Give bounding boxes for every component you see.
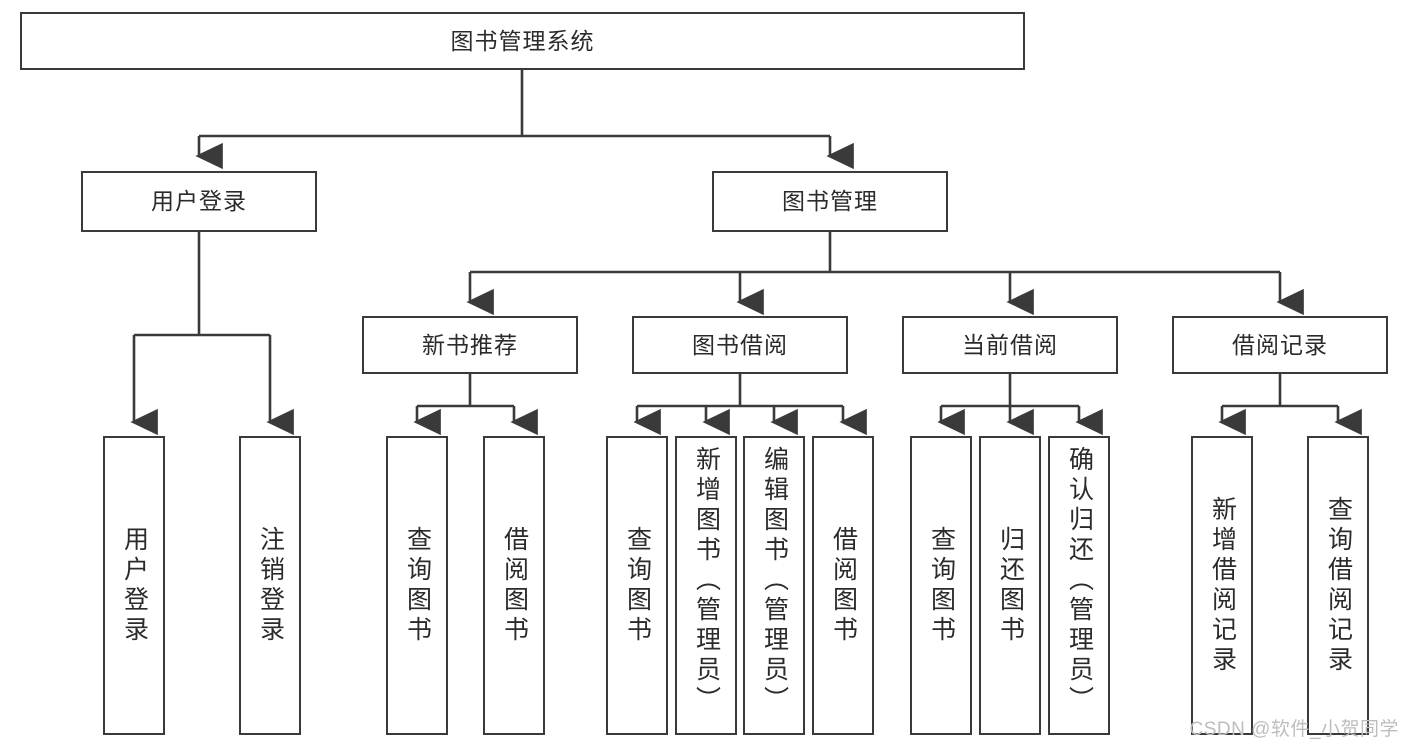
leaf-current-borrow-3-label: 确认归还（管理员） xyxy=(1065,446,1094,716)
node-book-borrow-label: 图书借阅 xyxy=(692,331,788,358)
node-book-management[interactable]: 图书管理 xyxy=(712,171,948,232)
leaf-borrow-record-2[interactable]: 查询借阅记录 xyxy=(1307,436,1369,735)
node-root[interactable]: 图书管理系统 xyxy=(20,12,1025,70)
node-current-borrow-label: 当前借阅 xyxy=(962,331,1058,358)
node-new-book-recommend-label: 新书推荐 xyxy=(422,331,518,358)
leaf-current-borrow-1-label: 查询图书 xyxy=(927,525,956,646)
node-user-login-label: 用户登录 xyxy=(151,188,247,215)
node-user-login[interactable]: 用户登录 xyxy=(81,171,317,232)
leaf-user-login-2[interactable]: 注销登录 xyxy=(239,436,301,735)
leaf-book-borrow-1[interactable]: 查询图书 xyxy=(606,436,668,735)
leaf-current-borrow-2-label: 归还图书 xyxy=(996,525,1025,646)
leaf-new-book-1-label: 查询图书 xyxy=(403,525,432,646)
node-borrow-record[interactable]: 借阅记录 xyxy=(1172,316,1388,374)
leaf-book-borrow-2[interactable]: 新增图书（管理员） xyxy=(675,436,737,735)
leaf-user-login-2-label: 注销登录 xyxy=(256,525,285,646)
leaf-book-borrow-3[interactable]: 编辑图书（管理员） xyxy=(743,436,805,735)
node-borrow-record-label: 借阅记录 xyxy=(1232,331,1328,358)
node-current-borrow[interactable]: 当前借阅 xyxy=(902,316,1118,374)
leaf-user-login-1[interactable]: 用户登录 xyxy=(103,436,165,735)
leaf-new-book-2-label: 借阅图书 xyxy=(500,525,529,646)
node-book-management-label: 图书管理 xyxy=(782,188,878,215)
leaf-book-borrow-4[interactable]: 借阅图书 xyxy=(812,436,874,735)
leaf-user-login-1-label: 用户登录 xyxy=(120,525,149,646)
leaf-borrow-record-1[interactable]: 新增借阅记录 xyxy=(1191,436,1253,735)
leaf-current-borrow-2[interactable]: 归还图书 xyxy=(979,436,1041,735)
leaf-borrow-record-2-label: 查询借阅记录 xyxy=(1324,495,1353,676)
leaf-new-book-1[interactable]: 查询图书 xyxy=(386,436,448,735)
leaf-borrow-record-1-label: 新增借阅记录 xyxy=(1208,495,1237,676)
leaf-current-borrow-3[interactable]: 确认归还（管理员） xyxy=(1048,436,1110,735)
node-root-label: 图书管理系统 xyxy=(450,27,595,54)
node-new-book-recommend[interactable]: 新书推荐 xyxy=(362,316,578,374)
leaf-book-borrow-3-label: 编辑图书（管理员） xyxy=(760,446,789,716)
leaf-book-borrow-2-label: 新增图书（管理员） xyxy=(692,446,721,716)
leaf-current-borrow-1[interactable]: 查询图书 xyxy=(910,436,972,735)
leaf-new-book-2[interactable]: 借阅图书 xyxy=(483,436,545,735)
watermark: CSDN @软件_小贺同学 xyxy=(1189,719,1399,740)
leaf-book-borrow-1-label: 查询图书 xyxy=(623,525,652,646)
leaf-book-borrow-4-label: 借阅图书 xyxy=(829,525,858,646)
node-book-borrow[interactable]: 图书借阅 xyxy=(632,316,848,374)
